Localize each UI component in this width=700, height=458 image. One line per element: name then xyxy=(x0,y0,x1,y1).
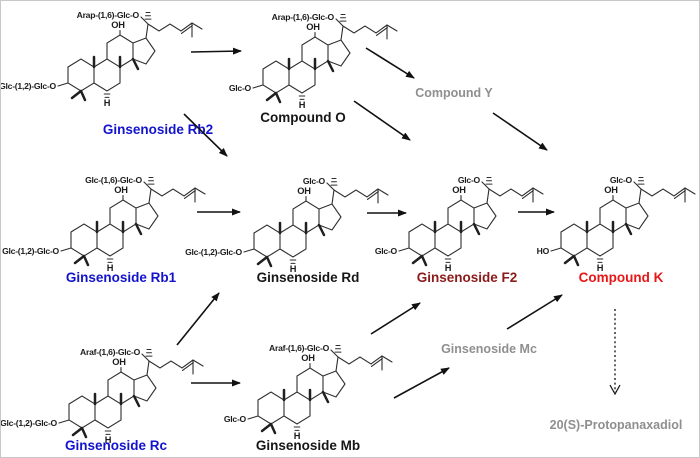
c5-hydrogen-label: H xyxy=(290,264,297,274)
c5-hydrogen-label: H xyxy=(104,98,111,108)
c5-hydrogen-label: H xyxy=(294,431,301,441)
c12-hydroxyl-label: OH xyxy=(301,353,315,363)
arrow-mc-to-compound-k xyxy=(506,294,563,330)
sugar-top-label: Glc-O xyxy=(458,175,481,185)
sugar-top-label: Glc-O xyxy=(610,175,633,185)
sugar-top-label: Arap-(1,6)-Glc-O xyxy=(77,10,140,20)
sugar-top-label: Glc-(1,6)-Glc-O xyxy=(85,175,142,185)
name-compound-k: Compound K xyxy=(578,270,664,285)
structure-ginsenoside-rc: Araf-(1,6)-Glc-O OH Glc-(1,2)-Glc-O H xyxy=(1,347,205,445)
dotted-arrowhead xyxy=(609,384,621,396)
c12-hydroxyl-label: OH xyxy=(112,357,126,367)
structure-ginsenoside-rb1: Glc-(1,6)-Glc-O OH Glc-(1,2)-Glc-O H xyxy=(2,175,207,273)
hydroxyl-left-label: HO xyxy=(537,246,550,256)
sugar-left-label: Glc-(1,2)-Glc-O xyxy=(0,81,57,91)
sugar-left-label: Glc-O xyxy=(375,246,398,256)
c12-hydroxyl-label: OH xyxy=(604,185,618,195)
sugar-left-label: Glc-O xyxy=(224,414,247,424)
arrow-compound-y-to-compound-k xyxy=(492,112,548,151)
arrow-rc-to-rd xyxy=(176,292,220,346)
label-ginsenoside-mc: Ginsenoside Mc xyxy=(441,342,537,356)
c12-hydroxyl-label: OH xyxy=(297,186,311,196)
label-compound-y: Compound Y xyxy=(415,86,493,100)
arrow-mb-to-mc xyxy=(393,367,450,399)
sugar-left-label: Glc-O xyxy=(229,83,252,93)
c5-hydrogen-label: H xyxy=(105,435,112,445)
name-ginsenoside-mb: Ginsenoside Mb xyxy=(255,438,361,453)
sugar-left-label: Glc-(1,2)-Glc-O xyxy=(2,246,59,256)
c12-hydroxyl-label: OH xyxy=(111,20,125,30)
name-ginsenoside-f2: Ginsenoside F2 xyxy=(416,270,518,285)
structure-compound-o: Arap-(1,6)-Glc-O OH Glc-O H xyxy=(229,12,399,110)
name-ginsenoside-rd: Ginsenoside Rd xyxy=(256,270,360,285)
c5-hydrogen-label: H xyxy=(107,263,114,273)
structure-ginsenoside-mb: Araf-(1,6)-Glc-O OH Glc-O H xyxy=(224,343,394,441)
name-compound-o: Compound O xyxy=(260,110,346,125)
name-ginsenoside-rb1: Ginsenoside Rb1 xyxy=(65,270,177,285)
sugar-left-label: Glc-(1,2)-Glc-O xyxy=(0,418,57,428)
sugar-top-label: Araf-(1,6)-Glc-O xyxy=(269,343,330,353)
name-ginsenoside-rc: Ginsenoside Rc xyxy=(64,438,168,453)
name-ginsenoside-rb2: Ginsenoside Rb2 xyxy=(102,122,214,137)
sugar-top-label: Araf-(1,6)-Glc-O xyxy=(80,347,141,357)
sugar-top-label: Glc-O xyxy=(303,176,326,186)
c12-hydroxyl-label: OH xyxy=(306,22,320,32)
structure-compound-k: Glc-O OH HO H xyxy=(537,175,697,273)
structure-ginsenoside-rd: Glc-O OH Glc-(1,2)-Glc-O H xyxy=(185,176,390,274)
structure-ginsenoside-f2: Glc-O OH Glc-O H xyxy=(375,175,545,273)
c5-hydrogen-label: H xyxy=(597,263,604,273)
c12-hydroxyl-label: OH xyxy=(114,185,128,195)
c12-hydroxyl-label: OH xyxy=(452,185,466,195)
sugar-top-label: Arap-(1,6)-Glc-O xyxy=(272,12,335,22)
sugar-left-label: Glc-(1,2)-Glc-O xyxy=(185,247,242,257)
label-20s-protopanaxadiol: 20(S)-Protopanaxadiol xyxy=(549,418,683,432)
c5-hydrogen-label: H xyxy=(299,100,306,110)
arrow-mb-to-f2 xyxy=(370,302,421,335)
structure-ginsenoside-rb2: Arap-(1,6)-Glc-O OH Glc-(1,2)-Glc-O H xyxy=(1,10,204,108)
c5-hydrogen-label: H xyxy=(445,263,452,273)
